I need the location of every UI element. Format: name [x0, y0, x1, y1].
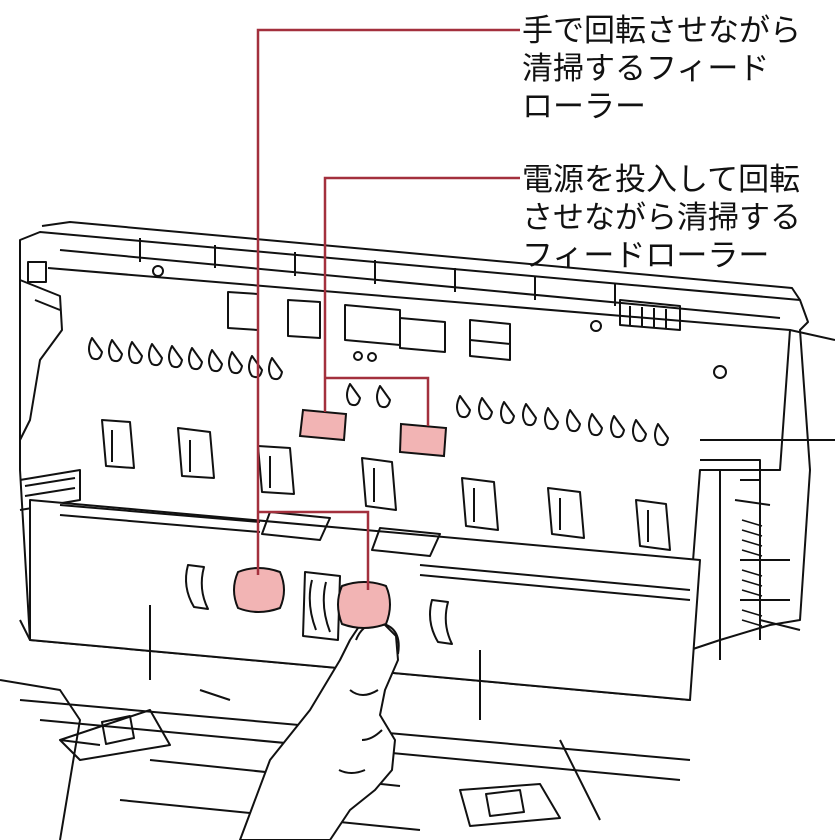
right-springs: [741, 519, 763, 627]
cover-rib-lines: [59, 238, 781, 319]
left-bracket: [27, 261, 47, 283]
deck-slots: [59, 504, 691, 601]
feed-roller-manual-left: [233, 567, 285, 613]
callout-line: ローラー: [522, 89, 646, 125]
highlighted-feed-rollers: [233, 408, 448, 629]
hand-outline: [239, 619, 399, 840]
screw: [713, 365, 727, 379]
cover-top-edge: [41, 221, 801, 301]
sensor-dot: [367, 352, 377, 362]
leader-lines: [256, 28, 520, 590]
callout-line: させながら清掃する: [522, 200, 801, 236]
sensor-dot: [353, 351, 363, 361]
feed-roller-manual-right: [337, 581, 391, 629]
guide-ribs: [88, 337, 669, 447]
callout-line: フィードローラー: [522, 238, 770, 274]
callout-powered-rotation: 電源を投入して回転 させながら清掃する フィードローラー: [522, 161, 801, 275]
upper-pads: [101, 419, 671, 551]
leader-line-manual: [256, 28, 520, 590]
right-frame: [700, 329, 835, 660]
callout-line: 電源を投入して回転: [522, 162, 801, 198]
side-roller-left: [185, 564, 209, 610]
scanner-line-art: [0, 221, 835, 840]
callout-line: 清掃するフィード: [522, 51, 770, 87]
cover-inner-edge: [47, 267, 791, 601]
center-gear: [302, 571, 341, 641]
side-roller-right: [429, 599, 453, 645]
callout-manual-rotation: 手で回転させながら 清掃するフィード ローラー: [522, 12, 801, 126]
screw: [152, 265, 164, 277]
callout-line: 手で回転させながら: [522, 13, 801, 49]
feed-roller-powered-right: [398, 422, 448, 458]
leader-line-powered: [323, 176, 520, 426]
screw: [590, 320, 602, 332]
left-hinge: [19, 279, 81, 511]
feed-roller-powered-left: [298, 408, 348, 442]
